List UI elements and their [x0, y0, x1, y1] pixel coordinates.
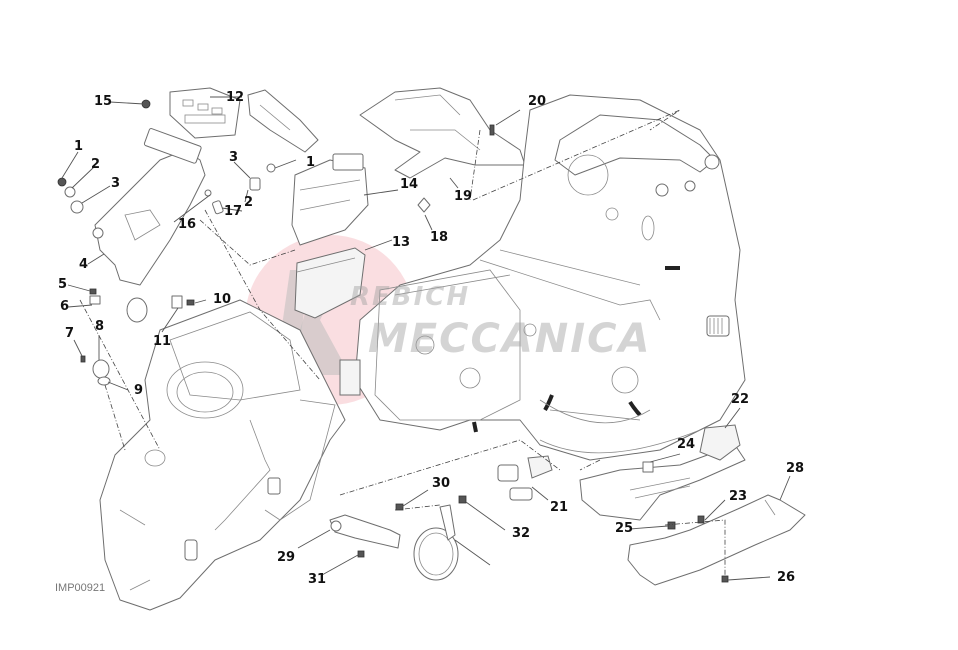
- regulator-tray: [579, 424, 746, 521]
- hardware: [57, 99, 729, 583]
- callout-12: 12: [226, 90, 245, 105]
- callout-24: 24: [677, 437, 696, 452]
- wiring-cover: [359, 87, 526, 179]
- callout-2: 2: [91, 157, 101, 172]
- callout-1b: 1: [306, 155, 316, 170]
- callout-6: 6: [60, 299, 70, 314]
- callout-19: 19: [454, 189, 473, 204]
- callout-18: 18: [430, 230, 449, 245]
- callout-22: 22: [731, 392, 750, 407]
- callout-3: 3: [111, 176, 121, 191]
- callout-29: 30: [432, 476, 451, 491]
- callout-10: 10: [213, 292, 232, 307]
- relay-connector: [247, 89, 319, 153]
- callout-7: 7: [65, 326, 75, 341]
- callout-14: 14: [400, 177, 419, 192]
- callout-13: 13: [392, 235, 411, 250]
- airbox-housing: [99, 299, 346, 611]
- diagram-code: IMP00921: [55, 582, 106, 594]
- callout-2b: 2: [244, 195, 254, 210]
- callout-21: 21: [550, 500, 569, 515]
- callout-28: 29: [277, 550, 296, 565]
- callout-11: 11: [153, 334, 172, 349]
- ecu-unit: [291, 153, 369, 246]
- callout-26: 26: [777, 570, 796, 585]
- callout-15: 15: [94, 94, 113, 109]
- callout-20: 20: [528, 94, 547, 109]
- watermark-line-2: MECCANICA: [368, 316, 652, 362]
- engine-block: [339, 94, 746, 461]
- callout-3b: 3: [229, 150, 239, 165]
- ecu-cover: [294, 247, 366, 319]
- callout-25: 25: [615, 521, 634, 536]
- callout-8: 8: [95, 319, 105, 334]
- ecu-support-bracket: [92, 128, 206, 286]
- sensor-connectors: [497, 455, 553, 501]
- callout-5: 5: [58, 277, 68, 292]
- belly-pan: [627, 494, 806, 586]
- callout-4: 4: [79, 257, 89, 272]
- callout-1: 1: [74, 139, 84, 154]
- callout-23: 23: [729, 489, 748, 504]
- assembly-lines: [79, 109, 726, 575]
- leader-lines: [61, 96, 791, 581]
- callout-16: 16: [178, 217, 197, 232]
- callout-30: 31: [308, 572, 327, 587]
- callout-9: 9: [134, 383, 144, 398]
- callout-31: 32: [512, 526, 531, 541]
- callout-17: 17: [224, 204, 243, 219]
- callout-27: 28: [786, 461, 805, 476]
- horn-assembly: [329, 495, 467, 581]
- watermark-line-1: REBICH: [350, 282, 471, 312]
- relay-holder: [169, 87, 241, 139]
